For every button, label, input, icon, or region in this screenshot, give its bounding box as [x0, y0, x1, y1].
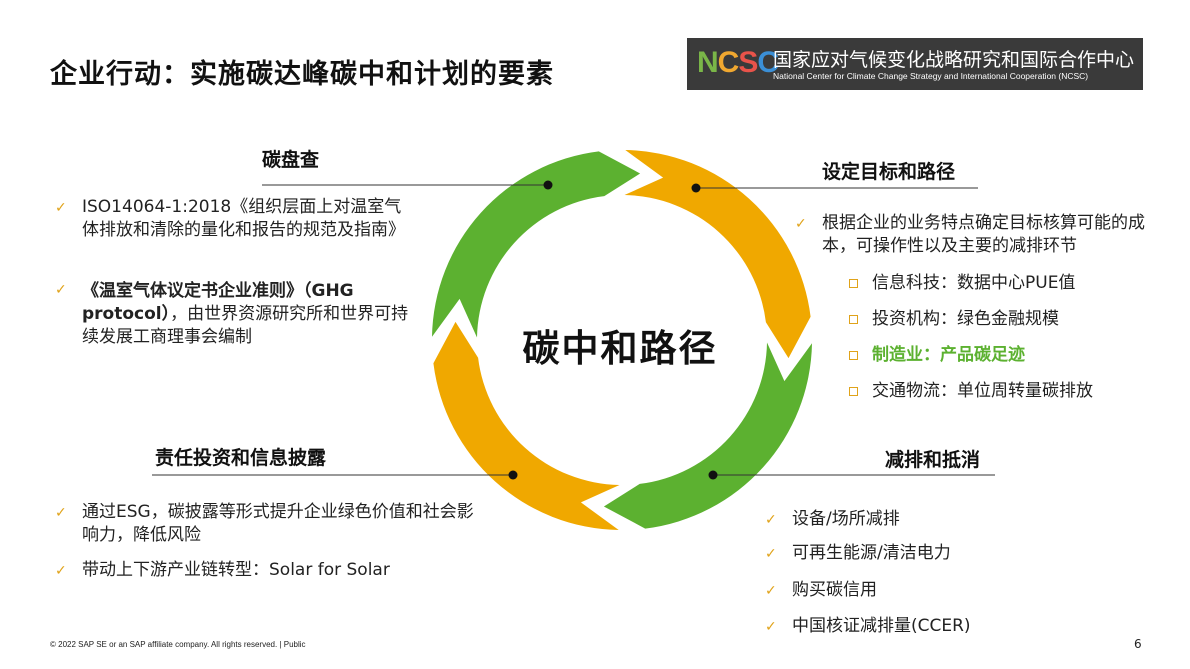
copyright-footer: © 2022 SAP SE or an SAP affiliate compan…: [50, 640, 306, 649]
logo-chinese-name: 国家应对气候变化战略研究和国际合作中心: [773, 49, 1135, 71]
page-number: 6: [1134, 637, 1142, 651]
arc-top-right: [624, 150, 811, 359]
check-icon: ✓: [765, 512, 777, 528]
leader-dot-bottom-left: [508, 470, 518, 480]
top-left-item-2-rest: ，由世界资源研究所和世界可持续发展工商理事会编制: [82, 304, 409, 347]
check-icon: ✓: [765, 583, 777, 599]
check-icon: ✓: [55, 505, 67, 521]
square-bullet-icon: [849, 351, 858, 360]
section-title-disclosure: 责任投资和信息披露: [155, 447, 327, 469]
center-label: 碳中和路径: [522, 327, 718, 370]
bottom-right-item-1: 设备/场所减排: [792, 509, 900, 529]
top-right-sub-item-1: 信息科技：数据中心PUE值: [872, 273, 1076, 293]
arc-bottom-right: [603, 342, 812, 529]
top-right-intro: 根据企业的业务特点确定目标核算可能的成本，可操作性以及主要的减排环节: [822, 213, 1145, 256]
page-title: 企业行动：实施碳达峰碳中和计划的要素: [50, 59, 554, 90]
check-icon: ✓: [765, 619, 777, 635]
check-icon: ✓: [795, 216, 807, 232]
top-right-sub-item-4: 交通物流：单位周转量碳排放: [872, 381, 1093, 401]
arc-bottom-left: [433, 321, 620, 530]
square-bullet-icon: [849, 387, 858, 396]
check-icon: ✓: [765, 546, 777, 562]
ncsc-logo-mark: NCSC: [697, 46, 779, 79]
top-left-item-2: 《温室气体议定书企业准则》（GHG protocol），由世界资源研究所和世界可…: [82, 280, 412, 349]
bottom-left-item-1: 通过ESG，碳披露等形式提升企业绿色价值和社会影响力，降低风险: [82, 502, 474, 545]
bottom-right-item-2: 可再生能源/清洁电力: [792, 543, 951, 563]
ncsc-logo: NCSC 国家应对气候变化战略研究和国际合作中心 National Center…: [687, 38, 1143, 90]
section-title-targets-pathways: 设定目标和路径: [822, 161, 956, 183]
bottom-right-item-3: 购买碳信用: [792, 580, 877, 600]
logo-english-name: National Center for Climate Change Strat…: [773, 71, 1089, 81]
check-icon: ✓: [55, 563, 67, 579]
check-icon: ✓: [55, 200, 67, 216]
check-icon: ✓: [55, 282, 67, 298]
bottom-right-item-4: 中国核证减排量(CCER): [792, 616, 971, 636]
arc-top-left: [432, 151, 641, 338]
bottom-left-item-2: 带动上下游产业链转型：Solar for Solar: [82, 560, 390, 580]
square-bullet-icon: [849, 315, 858, 324]
top-right-sub-item-3-highlight: 制造业：产品碳足迹: [872, 345, 1025, 365]
top-left-item-2-bold: 《温室气体议定书企业准则》（GHG protocol）: [82, 281, 354, 324]
leader-dot-bottom-right: [708, 470, 718, 480]
leader-dot-top-right: [691, 183, 701, 193]
section-title-reduction-offset: 减排和抵消: [885, 449, 981, 471]
leader-dot-top-left: [543, 180, 553, 190]
section-title-carbon-inventory: 碳盘查: [262, 149, 320, 171]
top-right-sub-item-2: 投资机构：绿色金融规模: [872, 309, 1059, 329]
top-left-item-1: ISO14064-1:2018《组织层面上对温室气体排放和清除的量化和报告的规范…: [82, 197, 405, 240]
square-bullet-icon: [849, 279, 858, 288]
